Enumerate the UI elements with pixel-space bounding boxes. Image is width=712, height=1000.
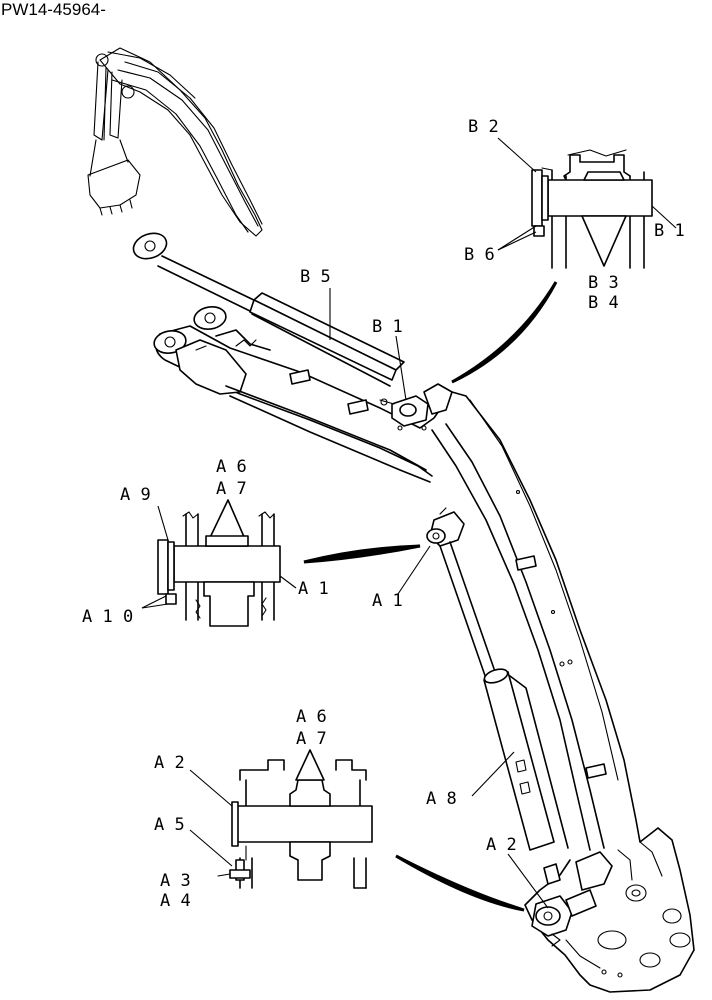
label-a7-lower: A 7 bbox=[296, 729, 327, 749]
callout-a-upper-curve bbox=[303, 544, 421, 564]
part-labels: B 5 B 1 B 2 B 6 B 3 B 4 B 1 A 6 A 7 A 9 … bbox=[82, 117, 685, 911]
label-b2: B 2 bbox=[468, 117, 499, 137]
label-a4: A 4 bbox=[160, 891, 191, 911]
label-b1: B 1 bbox=[372, 317, 403, 337]
pin-detail-a-lower-icon bbox=[217, 749, 373, 889]
pin-detail-a-upper-icon bbox=[157, 499, 281, 627]
label-a9: A 9 bbox=[120, 485, 151, 505]
pin-detail-b-icon bbox=[531, 149, 653, 269]
label-a7-upper: A 7 bbox=[216, 479, 247, 499]
label-b5: B 5 bbox=[300, 267, 331, 287]
label-a1-detail: A 1 bbox=[298, 579, 329, 599]
arm-cylinder bbox=[439, 541, 569, 885]
label-b4: B 4 bbox=[588, 293, 619, 313]
callout-a-lower-curve bbox=[395, 854, 525, 912]
label-b1-detail: B 1 bbox=[654, 221, 685, 241]
callout-b-curve bbox=[451, 281, 558, 384]
label-b6: B 6 bbox=[464, 245, 495, 265]
label-a2: A 2 bbox=[486, 835, 517, 855]
document-id: PW14-45964- bbox=[1, 0, 106, 19]
label-a3: A 3 bbox=[160, 871, 191, 891]
excavator-boom-overview-icon bbox=[87, 47, 263, 237]
label-a6-upper: A 6 bbox=[216, 457, 247, 477]
label-a6-lower: A 6 bbox=[296, 707, 327, 727]
label-a8: A 8 bbox=[426, 789, 457, 809]
leader-lines bbox=[141, 137, 677, 909]
boom-cylinder bbox=[132, 232, 405, 387]
label-a5: A 5 bbox=[154, 815, 185, 835]
label-a2-detail: A 2 bbox=[154, 753, 185, 773]
boom-assembly bbox=[132, 232, 695, 993]
label-a10: A 1 0 bbox=[82, 607, 133, 627]
label-b3: B 3 bbox=[588, 273, 619, 293]
label-a1: A 1 bbox=[372, 591, 403, 611]
